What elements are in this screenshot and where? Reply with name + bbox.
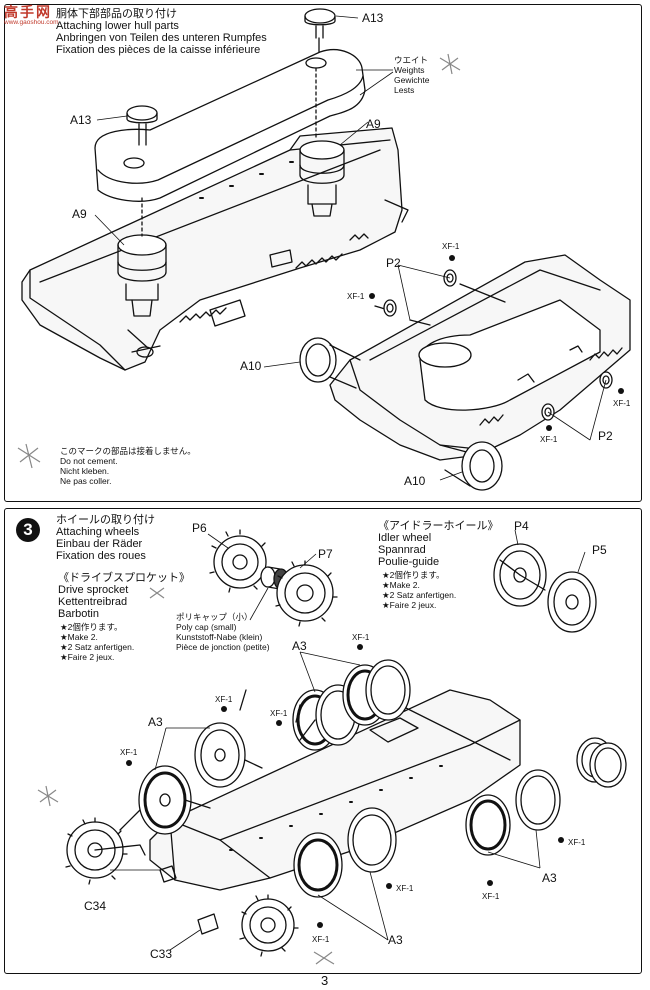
step2-title-en: Attaching lower hull parts (56, 20, 179, 32)
paint-callout-xf1: XF-1 (215, 695, 233, 704)
make-two-note-left: ★2個作ります。 ★Make 2. ★2 Satz anfertigen. ★F… (60, 622, 135, 662)
paint-dot (386, 883, 392, 889)
paint-dot (487, 880, 493, 886)
part-label-a3: A3 (542, 871, 557, 885)
part-label-c33: C33 (150, 947, 173, 961)
paint-callout-xf1: XF-1 (347, 292, 365, 301)
part-label-p6: P6 (192, 521, 207, 535)
watermark-url: www.gaoshou.com (4, 19, 59, 26)
page-number: 3 (321, 973, 329, 988)
paint-dot (449, 255, 455, 261)
part-label-a3: A3 (292, 639, 307, 653)
part-label-a9-right: A9 (366, 117, 381, 131)
step3-title-de: Einbau der Räder (56, 538, 143, 550)
part-label-a13-left: A13 (70, 113, 92, 127)
step3-title-en: Attaching wheels (56, 526, 140, 538)
paint-dot (618, 388, 624, 394)
watermark-logo: 高手网 www.gaoshou.com (4, 2, 90, 32)
part-label-a3: A3 (388, 933, 403, 947)
paint-callout-xf1: XF-1 (482, 892, 500, 901)
paint-callout-xf1: XF-1 (568, 838, 586, 847)
paint-dot (357, 644, 363, 650)
step3-title-jp: ホイールの取り付け (56, 514, 155, 526)
part-label-a13-top: A13 (362, 11, 384, 25)
step2-title: 胴体下部部品の取り付け Attaching lower hull parts A… (56, 8, 267, 56)
paint-dot (558, 837, 564, 843)
paint-callout-xf1: XF-1 (120, 748, 138, 757)
make-two-note-right: ★2個作ります。 ★Make 2. ★2 Satz anfertigen. ★F… (382, 570, 457, 610)
paint-callout-xf1: XF-1 (442, 242, 460, 251)
idler-wheel-heading: 《アイドラーホイール》 Idler wheel Spannrad Poulie-… (378, 520, 499, 568)
watermark-text: 高手网 (4, 4, 52, 20)
paint-callout-xf1: XF-1 (270, 709, 288, 718)
paint-callout-xf1: XF-1 (396, 884, 414, 893)
poly-cap-note: ポリキャップ（小） Poly cap (small) Kunststoff-Na… (176, 612, 270, 652)
part-label-a10-bottom: A10 (404, 474, 426, 488)
step2-title-jp: 胴体下部部品の取り付け (56, 8, 177, 20)
step2-title-de: Anbringen von Teilen des unteren Rumpfes (56, 32, 267, 44)
part-label-p4: P4 (514, 519, 529, 533)
paint-dot (221, 706, 227, 712)
paint-callout-xf1: XF-1 (540, 435, 558, 444)
part-label-a9-left: A9 (72, 207, 87, 221)
no-cement-note: このマークの部品は接着しません。 Do not cement. Nicht kl… (60, 446, 196, 486)
paint-callout-xf1: XF-1 (312, 935, 330, 944)
part-label-p2-right: P2 (598, 429, 613, 443)
paint-dot (317, 922, 323, 928)
paint-dot (276, 720, 282, 726)
step2-title-fr: Fixation des pièces de la caisse inférie… (56, 44, 261, 56)
step3-title-fr: Fixation des roues (56, 550, 146, 562)
drive-sprocket-heading: 《ドライブスプロケット》 Drive sprocket Kettentreibr… (58, 572, 190, 620)
weights-note: ウエイト Weights Gewichte Lests (394, 55, 430, 95)
paint-callout-xf1: XF-1 (352, 633, 370, 642)
step3-panel (4, 508, 642, 974)
part-label-a3: A3 (148, 715, 163, 729)
part-label-p5: P5 (592, 543, 607, 557)
paint-callout-xf1: XF-1 (613, 399, 631, 408)
paint-dot (126, 760, 132, 766)
step3-title: ホイールの取り付け Attaching wheels Einbau der Rä… (56, 514, 155, 562)
part-label-c34: C34 (84, 899, 107, 913)
step-number-badge: 3 (16, 518, 40, 542)
part-label-p7: P7 (318, 547, 333, 561)
part-label-a10-left: A10 (240, 359, 262, 373)
paint-dot (546, 425, 552, 431)
paint-dot (369, 293, 375, 299)
part-label-p2-top: P2 (386, 256, 401, 270)
step2-panel (4, 4, 642, 502)
